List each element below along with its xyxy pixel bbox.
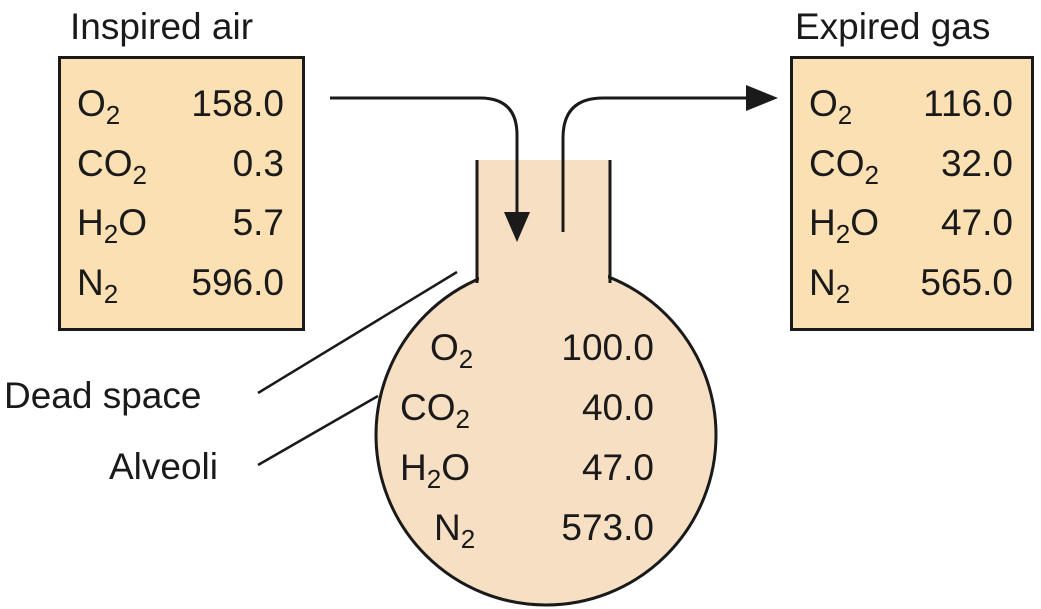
inspired-co2-row: CO2 0.3 [77, 134, 284, 194]
gas-label: O2 [809, 83, 853, 130]
inspired-h2o-row: H2O 5.7 [77, 193, 284, 253]
partial-pressure-value: 596.0 [191, 262, 284, 303]
inspired-air-title: Inspired air [70, 6, 254, 47]
partial-pressure-value: 40.0 [581, 387, 654, 428]
partial-pressure-value: 573.0 [561, 507, 654, 548]
partial-pressure-value: 5.7 [232, 202, 284, 243]
alveolar-co2-row: CO2 40.0 [400, 378, 654, 438]
partial-pressure-value: 158.0 [191, 83, 284, 124]
gas-label: H2O [77, 202, 147, 249]
gas-label: CO2 [809, 143, 879, 190]
inspired-n2-row: N2 596.0 [77, 253, 284, 313]
alveoli-label: Alveoli [109, 446, 218, 487]
expiration-arrow [561, 96, 750, 232]
alveolar-values: O2 100.0 CO2 40.0 H2O 47.0 N2 573.0 [400, 318, 654, 558]
partial-pressure-value: 100.0 [561, 327, 654, 368]
expired-gas-title: Expired gas [795, 6, 991, 47]
gas-label: N2 [809, 262, 851, 309]
dead-space-leader [257, 270, 458, 395]
expired-h2o-row: H2O 47.0 [809, 193, 1013, 253]
inspired-air-box: O2 158.0 CO2 0.3 H2O 5.7 N2 596.0 [58, 56, 305, 331]
gas-label: CO2 [400, 387, 470, 434]
partial-pressure-value: 116.0 [923, 83, 1013, 124]
partial-pressure-value: 47.0 [940, 202, 1013, 243]
partial-pressure-value: 32.0 [940, 143, 1013, 184]
alveolar-n2-row: N2 573.0 [400, 498, 654, 558]
partial-pressure-value: 0.3 [232, 143, 284, 184]
dead-space-label: Dead space [4, 375, 202, 416]
gas-label: N2 [77, 262, 119, 309]
gas-label: O2 [77, 83, 121, 130]
gas-label: O2 [430, 327, 474, 374]
expired-gas-box: O2 116.0 CO2 32.0 H2O 47.0 N2 565.0 [790, 56, 1034, 331]
gas-label: H2O [400, 447, 470, 494]
expired-o2-row: O2 116.0 [809, 74, 1013, 134]
expired-co2-row: CO2 32.0 [809, 134, 1013, 194]
alveolar-o2-row: O2 100.0 [400, 318, 654, 378]
partial-pressure-value: 47.0 [581, 447, 654, 488]
alveolar-h2o-row: H2O 47.0 [400, 438, 654, 498]
alveoli-leader [257, 394, 379, 467]
partial-pressure-value: 565.0 [920, 262, 1013, 303]
gas-label: N2 [434, 507, 476, 554]
gas-label: CO2 [77, 143, 147, 190]
expired-n2-row: N2 565.0 [809, 253, 1013, 313]
inspiration-arrow [330, 96, 519, 238]
gas-label: H2O [809, 202, 879, 249]
inspired-o2-row: O2 158.0 [77, 74, 284, 134]
